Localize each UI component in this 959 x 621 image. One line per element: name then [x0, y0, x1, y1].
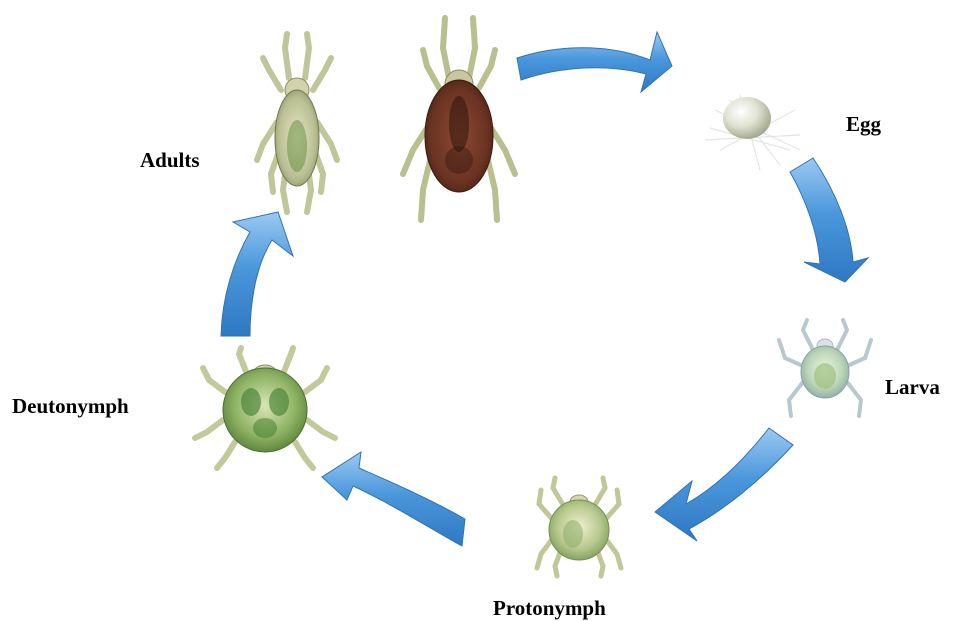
- protonymph-mite-icon: [537, 478, 621, 576]
- arrow-egg-to-larva: [790, 158, 868, 282]
- egg-icon: [705, 95, 800, 170]
- larva-mite-icon: [779, 320, 871, 416]
- arrow-larva-to-protonymph: [655, 428, 793, 541]
- arrow-protonymph-to-deutonymph: [322, 452, 465, 546]
- cycle-arrows: [221, 32, 868, 546]
- adult-mite-icon: [257, 34, 337, 212]
- stage-label-egg: Egg: [846, 112, 881, 137]
- stage-label-deutonymph: Deutonymph: [12, 394, 129, 419]
- stage-label-adults: Adults: [140, 148, 200, 173]
- arrow-deutonymph-to-adults: [221, 212, 293, 336]
- adult-female-mite-icon: [403, 18, 515, 220]
- stage-label-protonymph: Protonymph: [493, 596, 606, 621]
- stage-label-larva: Larva: [885, 375, 940, 400]
- arrow-adults-to-egg: [517, 32, 672, 92]
- deutonymph-mite-icon: [195, 348, 335, 468]
